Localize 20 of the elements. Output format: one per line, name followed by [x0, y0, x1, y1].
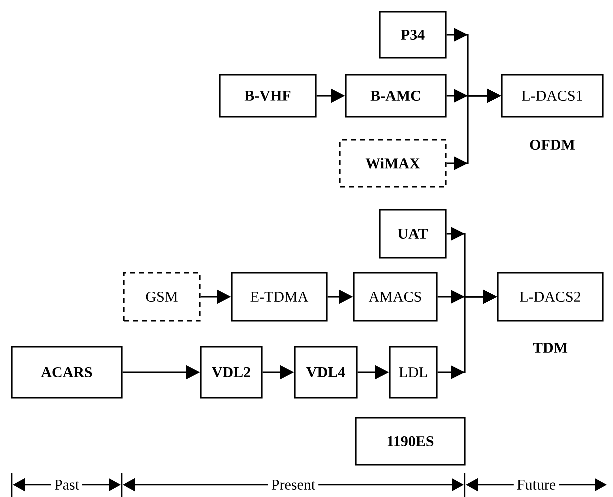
timeline-label: Future [514, 477, 560, 493]
process-box: L-DACS2 [497, 272, 604, 322]
process-box: LDL [389, 346, 438, 399]
process-box: 1190ES [355, 417, 466, 466]
process-box: AMACS [353, 272, 438, 322]
caption-label: OFDM [530, 140, 575, 150]
process-box: ACARS [11, 346, 123, 399]
process-box: B-AMC [345, 74, 447, 118]
process-box: P34 [379, 11, 447, 59]
caption-label: TDM [533, 343, 568, 353]
timeline-label: Present [268, 477, 319, 493]
process-box: L-DACS1 [501, 74, 604, 118]
dashed-box: WiMAX [339, 139, 447, 188]
process-box: VDL4 [294, 346, 358, 399]
process-box: UAT [379, 209, 447, 259]
timeline-label: Past [52, 477, 82, 493]
dashed-box: GSM [123, 272, 201, 322]
process-box: E-TDMA [231, 272, 328, 322]
process-box: VDL2 [200, 346, 263, 399]
process-box: B-VHF [219, 74, 317, 118]
